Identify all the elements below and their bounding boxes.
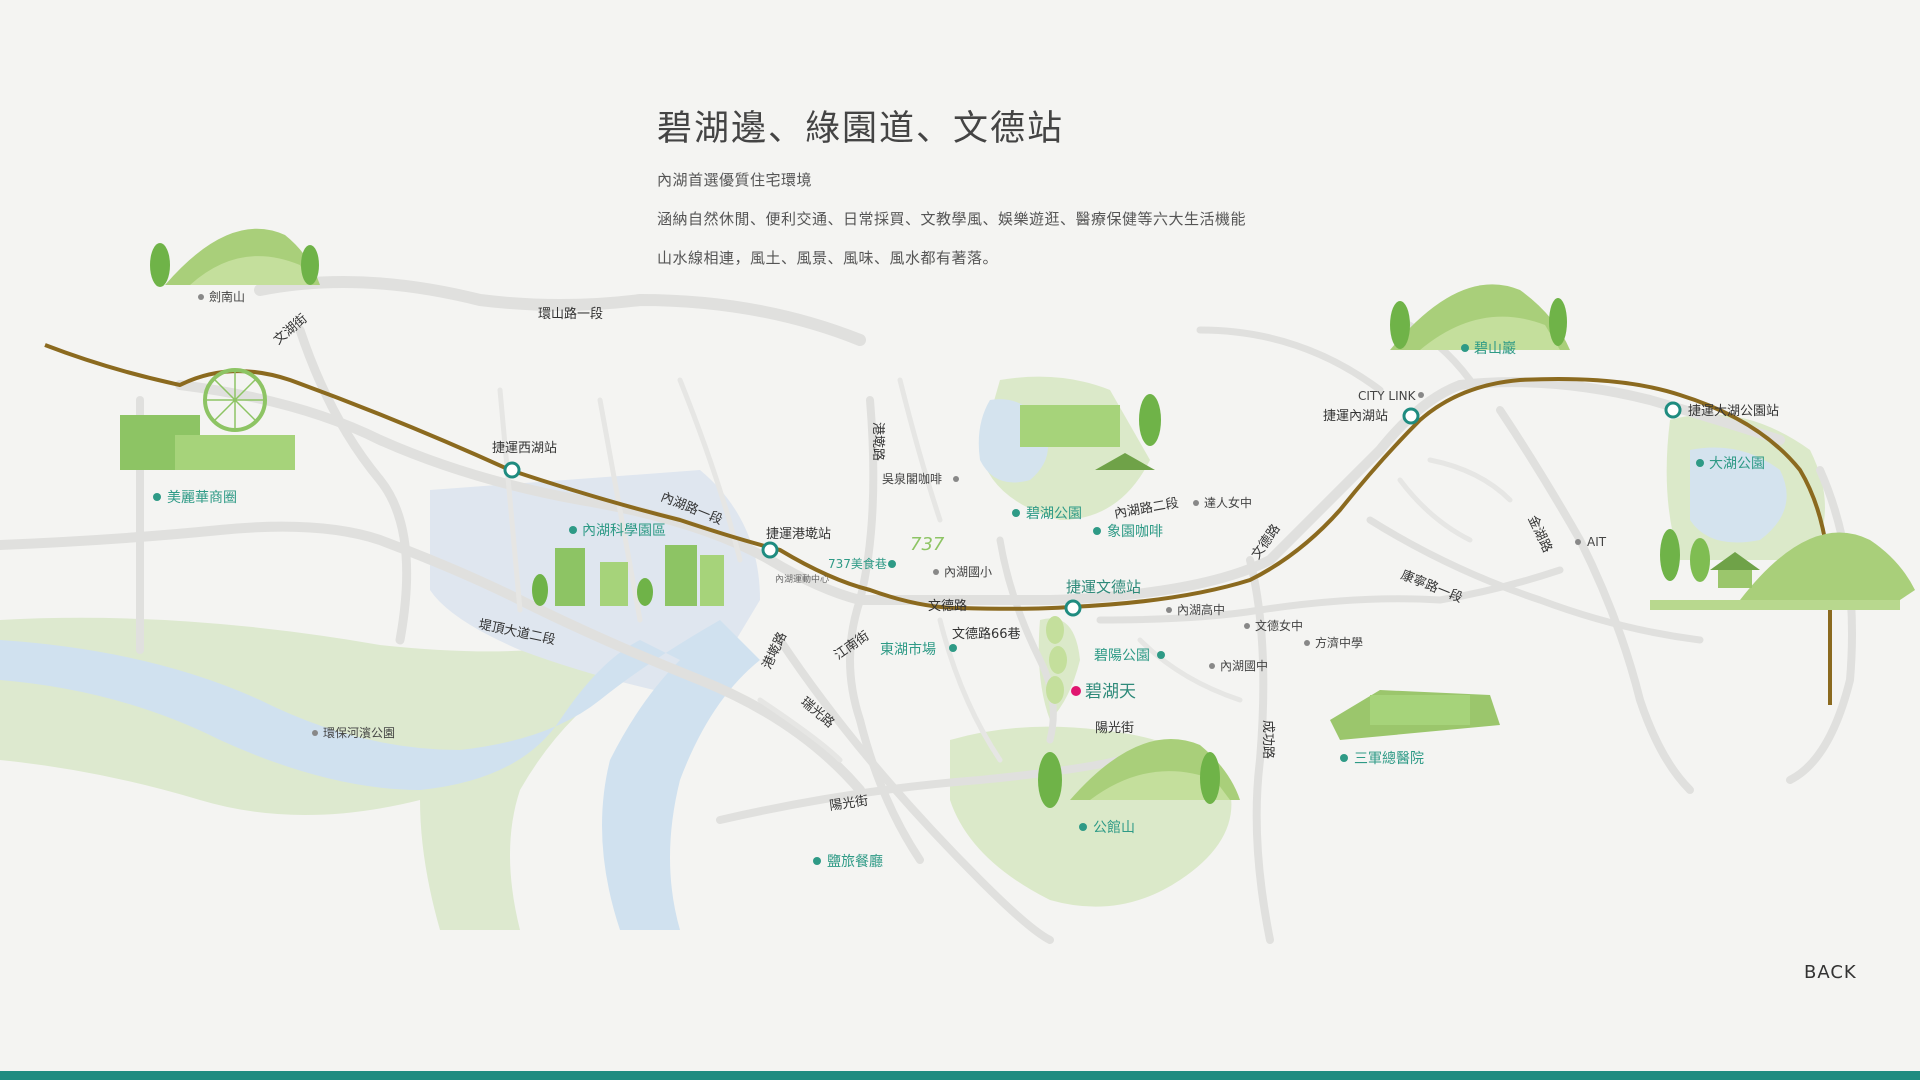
- place-tri-service-hospital[interactable]: 三軍總醫院: [1340, 750, 1424, 767]
- place-sunfun-cafe[interactable]: 吳泉閣咖啡: [882, 471, 959, 486]
- svg-text:內湖國小: 內湖國小: [944, 564, 992, 579]
- station-dahu[interactable]: 捷運大湖公園站: [1664, 401, 1779, 419]
- page-header: 碧湖邊、綠園道、文德站 內湖首選優質住宅環境 涵納自然休閒、便利交通、日常採買、…: [657, 100, 1246, 286]
- place-daren-girls[interactable]: 達人女中: [1193, 495, 1252, 510]
- place-dahu-park[interactable]: 大湖公園: [1696, 456, 1765, 472]
- science-park-buildings: [532, 545, 724, 606]
- place-citylink[interactable]: CITY LINK: [1358, 389, 1424, 403]
- road-chenggong-label: 成功路: [1260, 720, 1276, 759]
- dahu-lake: [1690, 447, 1787, 543]
- svg-text:內湖科學園區: 內湖科學園區: [582, 523, 666, 539]
- road-wende: 文德路: [928, 598, 967, 614]
- dahu-mountain-illustration: [1650, 529, 1915, 610]
- bihu-park-illustration: [1020, 394, 1161, 470]
- intro-line-3: 山水線相連，風土、風景、風味、風水都有著落。: [657, 249, 999, 267]
- gongguan-mountain-illustration: [1038, 739, 1240, 808]
- place-market[interactable]: 東湖市場: [880, 641, 957, 658]
- svg-text:方濟中學: 方濟中學: [1315, 635, 1363, 650]
- svg-text:環保河濱公園: 環保河濱公園: [323, 726, 395, 740]
- place-biyang-park[interactable]: 碧陽公園: [1094, 648, 1165, 664]
- place-fangji[interactable]: 方濟中學: [1304, 635, 1363, 650]
- road-jinhu: 金湖路: [1524, 513, 1555, 555]
- svg-text:捷運內湖站: 捷運內湖站: [1323, 409, 1388, 424]
- svg-text:鹽旅餐廳: 鹽旅餐廳: [827, 853, 883, 870]
- back-button[interactable]: BACK: [1804, 962, 1857, 983]
- svg-text:東湖市場: 東湖市場: [880, 641, 936, 658]
- svg-text:碧山巖: 碧山巖: [1474, 341, 1516, 357]
- svg-text:捷運西湖站: 捷運西湖站: [492, 441, 557, 456]
- project-site-marker[interactable]: 碧湖天: [1071, 682, 1136, 702]
- svg-text:捷運港墘站: 捷運港墘站: [766, 527, 831, 542]
- place-bihu-park[interactable]: 碧湖公園: [1012, 506, 1082, 522]
- jiannan-mountain-illustration: [150, 228, 320, 287]
- road-yangguang-east: 陽光街: [1095, 721, 1134, 736]
- tri-service-hospital-illustration: [1330, 690, 1500, 740]
- place-gongguan[interactable]: 公館山: [1079, 819, 1135, 836]
- svg-text:碧湖公園: 碧湖公園: [1026, 506, 1082, 522]
- svg-text:三軍總醫院: 三軍總醫院: [1354, 750, 1424, 767]
- svg-text:達人女中: 達人女中: [1204, 495, 1252, 510]
- svg-text:內湖高中: 內湖高中: [1177, 602, 1225, 617]
- intro-line-2: 涵納自然休閒、便利交通、日常採買、文教學風、娛樂遊逛、醫療保健等六大生活機能: [657, 210, 1247, 228]
- place-wenhu-elementary[interactable]: 內湖國小: [933, 564, 992, 579]
- miramar-illustration: [120, 368, 295, 470]
- bishan-mountain-illustration: [1390, 284, 1570, 350]
- place-restaurant[interactable]: 鹽旅餐廳: [813, 853, 883, 870]
- svg-text:公館山: 公館山: [1093, 819, 1135, 836]
- page-title: 碧湖邊、綠園道、文德站: [657, 109, 1065, 149]
- station-wende[interactable]: 捷運文德站: [1064, 578, 1141, 617]
- svg-text:吳泉閣咖啡: 吳泉閣咖啡: [882, 471, 942, 486]
- road-neihu2: 內湖路二段: [1113, 495, 1180, 522]
- svg-text:捷運大湖公園站: 捷運大湖公園站: [1688, 404, 1779, 419]
- place-neihu-junior[interactable]: 內湖國中: [1209, 658, 1268, 673]
- station-xihu[interactable]: 捷運西湖站: [492, 441, 557, 479]
- svg-text:CITY LINK: CITY LINK: [1358, 389, 1417, 403]
- place-sci-park[interactable]: 內湖科學園區: [569, 523, 666, 539]
- svg-text:737美食巷: 737美食巷: [828, 556, 887, 571]
- svg-text:大湖公園: 大湖公園: [1709, 456, 1765, 472]
- svg-text:AIT: AIT: [1587, 535, 1607, 549]
- bottom-accent-bar: [0, 1071, 1920, 1080]
- svg-text:文德女中: 文德女中: [1255, 618, 1303, 633]
- svg-text:碧陽公園: 碧陽公園: [1094, 648, 1150, 664]
- place-neihu-high[interactable]: 內湖高中: [1166, 602, 1225, 617]
- place-ait[interactable]: AIT: [1575, 535, 1607, 549]
- station-gangqian[interactable]: 捷運港墘站: [761, 527, 831, 559]
- svg-text:劍南山: 劍南山: [209, 289, 245, 304]
- road-wende66: 文德路66巷: [952, 626, 1021, 642]
- place-riverside-park[interactable]: 環保河濱公園: [312, 726, 395, 740]
- svg-text:象園咖啡: 象園咖啡: [1107, 524, 1163, 540]
- road-yangguang-west: 陽光街: [828, 794, 869, 814]
- place-sports-center[interactable]: 內湖運動中心: [775, 573, 829, 585]
- road-gangqian-label: 港墘路: [870, 422, 886, 461]
- svg-text:捷運文德站: 捷運文德站: [1066, 578, 1141, 596]
- logo-737: 737: [910, 534, 945, 555]
- svg-text:美麗華商圈: 美麗華商圈: [167, 490, 237, 506]
- place-bishan[interactable]: 碧山巖: [1461, 341, 1516, 357]
- place-jiannan[interactable]: 劍南山: [198, 289, 245, 304]
- place-zhiyuan[interactable]: 象園咖啡: [1093, 524, 1163, 540]
- place-wende-girls[interactable]: 文德女中: [1244, 618, 1303, 633]
- place-737-lane[interactable]: 737美食巷: [828, 556, 896, 571]
- place-huabo[interactable]: 美麗華商圈: [153, 490, 237, 506]
- intro-line-1: 內湖首選優質住宅環境: [657, 171, 813, 189]
- svg-text:內湖國中: 內湖國中: [1220, 658, 1268, 673]
- road-chenggong: 成功路: [1260, 720, 1276, 759]
- road-huanshan: 環山路一段: [538, 306, 603, 322]
- station-neihu[interactable]: 捷運內湖站: [1323, 407, 1420, 425]
- keelung-river: [0, 620, 760, 930]
- greenway-trees: [1046, 616, 1067, 704]
- svg-text:碧湖天: 碧湖天: [1085, 682, 1136, 702]
- svg-text:內湖運動中心: 內湖運動中心: [775, 573, 829, 585]
- mrt-brown-line: [44, 343, 1832, 705]
- road-gangqian: 港墘路: [870, 422, 886, 461]
